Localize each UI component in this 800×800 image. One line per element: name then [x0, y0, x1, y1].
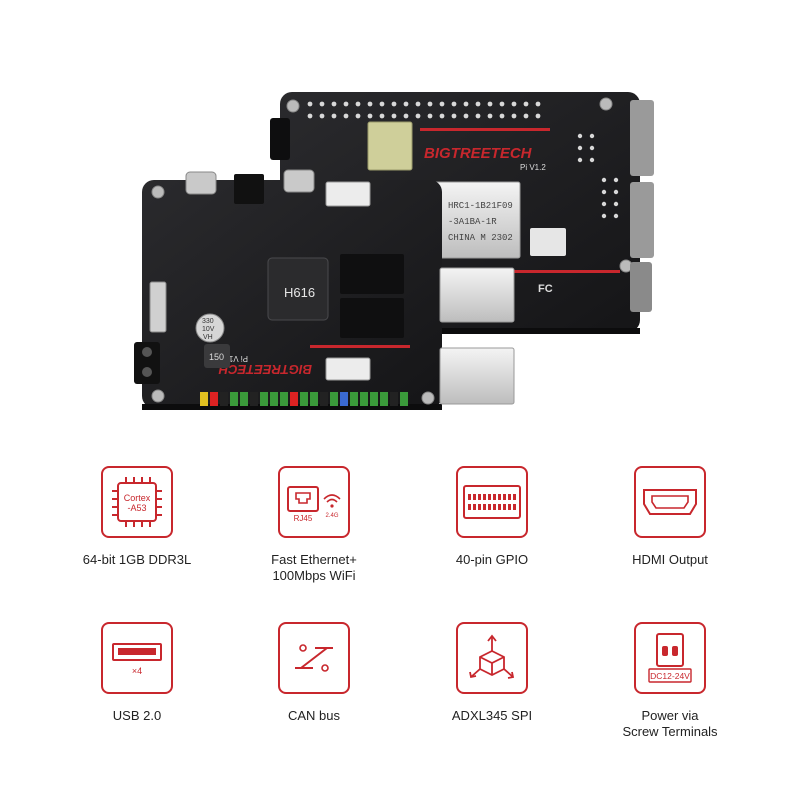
feature-gpio: 40-pin GPIO: [412, 466, 572, 568]
feature-label: 40-pin GPIO: [412, 552, 572, 568]
feature-label-line: ADXL345 SPI: [451, 708, 533, 723]
feature-usb: ×4 USB 2.0: [57, 622, 217, 724]
feature-screw-terminal: DC12-24V Power via Screw Terminals: [590, 622, 750, 740]
feature-adxl345: ADXL345 SPI: [412, 622, 572, 724]
feature-label: USB 2.0: [57, 708, 217, 724]
wifi-band-text: 2.4G: [325, 513, 338, 519]
magnetics-label-3: CHINA M 2302: [448, 233, 513, 243]
cortex-text-line-2: -A53: [127, 503, 146, 513]
feature-label: ADXL345 SPI: [412, 708, 572, 724]
accelerometer-cube-icon: [456, 622, 528, 694]
soc-label: H616: [284, 285, 315, 300]
brand-logo-bottom: BIGTREETECH: [218, 362, 312, 377]
feature-label: Power via Screw Terminals: [590, 708, 750, 740]
front-board: H616 BIGTREETECH Pi V1.2 330 10V VH 150: [134, 169, 515, 410]
usb-count-text: ×4: [132, 666, 142, 676]
magnetics-label-1: HRC1-1B21F09: [448, 201, 513, 211]
feature-label-line: 64-bit 1GB DDR3L: [82, 552, 192, 567]
cortex-text-line-1: Cortex: [124, 493, 151, 503]
feature-label-line: USB 2.0: [112, 708, 162, 723]
feature-label-line: 100Mbps WiFi: [272, 568, 356, 583]
feature-label: HDMI Output: [590, 552, 750, 568]
feature-label-line: HDMI Output: [632, 552, 708, 567]
feature-label-line: Fast Ethernet+: [271, 552, 357, 567]
feature-label-line: CAN bus: [287, 708, 341, 723]
feature-label-line: Power via: [641, 708, 699, 723]
feature-label: 64-bit 1GB DDR3L: [57, 552, 217, 568]
cap-label-1: 330: [202, 318, 214, 325]
brand-logo-top: BIGTREETECH: [424, 145, 533, 162]
can-bus-icon: [278, 622, 350, 694]
cpu-chip-icon: Cortex -A53: [101, 466, 173, 538]
ethernet-wifi-icon: RJ45 2.4G: [278, 466, 350, 538]
hdmi-port-icon: [634, 466, 706, 538]
feature-label: CAN bus: [234, 708, 394, 724]
cap-label-3: VH: [203, 334, 213, 341]
feature-can-bus: CAN bus: [234, 622, 394, 724]
fc-mark: FC: [538, 283, 553, 295]
brand-model-bottom: Pi V1.2: [222, 354, 248, 363]
feature-ethernet-wifi: RJ45 2.4G Fast Ethernet+ 100Mbps WiFi: [234, 466, 394, 584]
feature-label-line: 40-pin GPIO: [455, 552, 529, 567]
gpio-header-icon: [456, 466, 528, 538]
usb-port-icon: ×4: [101, 622, 173, 694]
brand-model-top: Pi V1.2: [520, 163, 546, 172]
dc-range-text: DC12-24V: [650, 671, 690, 681]
cap-label-2: 10V: [202, 326, 215, 333]
feature-cpu: Cortex -A53 64-bit 1GB DDR3L: [57, 466, 217, 568]
feature-hdmi: HDMI Output: [590, 466, 750, 568]
feature-label: Fast Ethernet+ 100Mbps WiFi: [234, 552, 394, 584]
inductor-label: 150: [209, 352, 224, 362]
board-product-photo: HRC1-1B21F09 -3A1BA-1R CHINA M 2302 BIGT…: [134, 92, 654, 410]
screw-terminal-icon: DC12-24V: [634, 622, 706, 694]
magnetics-label-2: -3A1BA-1R: [448, 217, 497, 227]
rj45-text: RJ45: [294, 514, 313, 523]
features-grid: Cortex -A53 64-bit 1GB DDR3L RJ45 2.4G F…: [0, 458, 800, 788]
feature-label-line: Screw Terminals: [622, 724, 718, 739]
